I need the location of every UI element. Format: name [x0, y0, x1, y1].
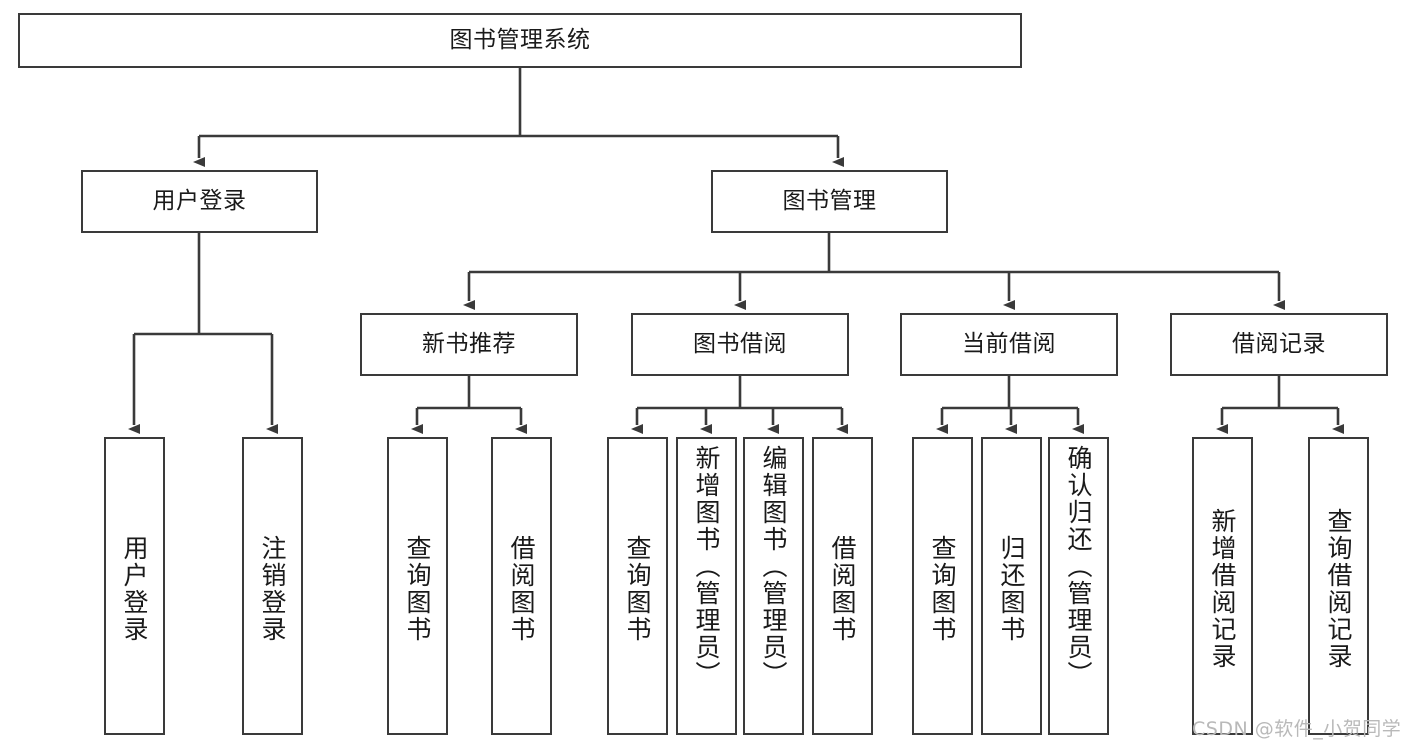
node-label: 借阅图书: [828, 535, 857, 643]
node-label: 新增图书（管理员）: [692, 445, 721, 688]
node-label: 用户登录: [120, 535, 149, 643]
leaf-borrow-book[interactable]: 借阅图书: [812, 437, 873, 735]
leaf-query-borrow-record[interactable]: 查询借阅记录: [1308, 437, 1369, 735]
csdn-watermark: CSDN @软件_小贺同学: [1192, 718, 1402, 740]
node-user-login[interactable]: 用户登录: [81, 170, 318, 233]
leaf-query-book-current[interactable]: 查询图书: [912, 437, 973, 735]
node-label: 图书管理: [782, 187, 877, 214]
node-label: 用户登录: [152, 187, 247, 214]
node-label: 图书借阅: [693, 330, 787, 357]
leaf-add-book-admin[interactable]: 新增图书（管理员）: [676, 437, 737, 735]
leaf-query-book-new[interactable]: 查询图书: [387, 437, 448, 735]
node-root-book-management-system[interactable]: 图书管理系统: [18, 13, 1022, 68]
node-label: 新书推荐: [422, 330, 516, 357]
node-label: 借阅记录: [1232, 330, 1326, 357]
node-label: 归还图书: [997, 535, 1026, 643]
node-label: 查询图书: [623, 535, 652, 643]
leaf-add-borrow-record[interactable]: 新增借阅记录: [1192, 437, 1253, 735]
node-book-borrow[interactable]: 图书借阅: [631, 313, 849, 376]
node-label: 图书管理系统: [449, 26, 591, 53]
node-borrow-records[interactable]: 借阅记录: [1170, 313, 1388, 376]
node-label: 编辑图书（管理员）: [759, 445, 788, 688]
node-label: 查询图书: [403, 535, 432, 643]
leaf-edit-book-admin[interactable]: 编辑图书（管理员）: [743, 437, 804, 735]
node-book-management[interactable]: 图书管理: [711, 170, 948, 233]
node-label: 确认归还（管理员）: [1064, 445, 1093, 688]
node-current-borrow[interactable]: 当前借阅: [900, 313, 1118, 376]
leaf-confirm-return-admin[interactable]: 确认归还（管理员）: [1048, 437, 1109, 735]
leaf-query-book-borrow[interactable]: 查询图书: [607, 437, 668, 735]
leaf-user-login[interactable]: 用户登录: [104, 437, 165, 735]
node-label: 新增借阅记录: [1208, 508, 1237, 670]
node-label: 当前借阅: [962, 330, 1056, 357]
leaf-logout[interactable]: 注销登录: [242, 437, 303, 735]
leaf-borrow-book-new[interactable]: 借阅图书: [491, 437, 552, 735]
node-label: 注销登录: [258, 535, 287, 643]
node-label: 查询借阅记录: [1324, 508, 1353, 670]
node-label: 借阅图书: [507, 535, 536, 643]
leaf-return-book[interactable]: 归还图书: [981, 437, 1042, 735]
node-new-book-recommend[interactable]: 新书推荐: [360, 313, 578, 376]
node-label: 查询图书: [928, 535, 957, 643]
